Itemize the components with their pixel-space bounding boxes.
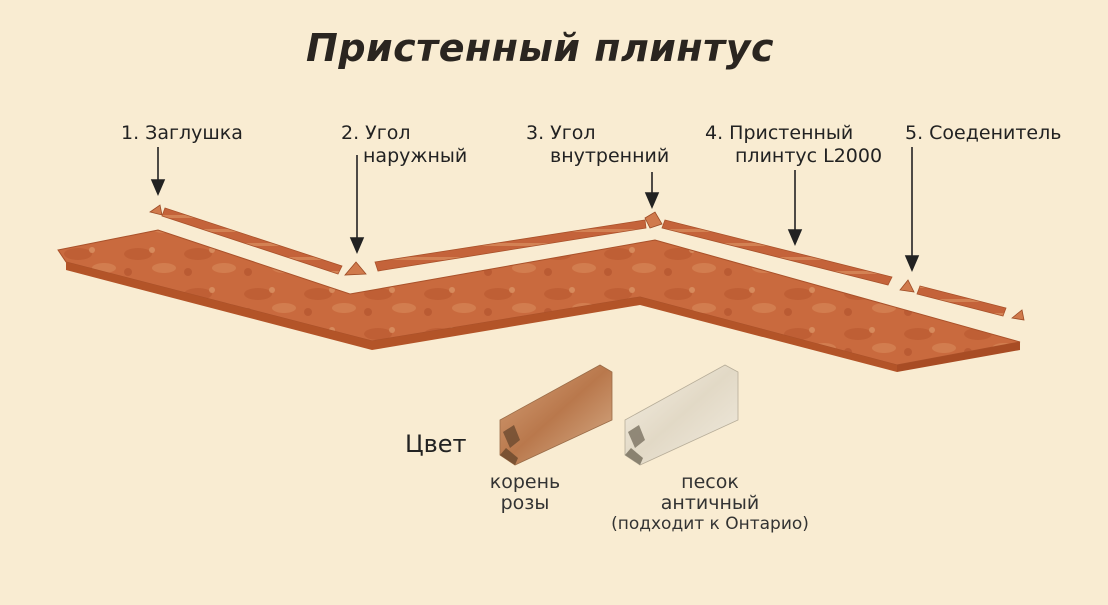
end-cap-right-part [1011, 309, 1025, 321]
plinth-left [161, 207, 343, 275]
end-cap-part [149, 204, 163, 216]
page-title: Пристенный плинтус [306, 26, 774, 70]
label-wall-plinth: 4. Пристенный плинтус L2000 [705, 122, 883, 167]
connector-part [899, 279, 915, 293]
inner-corner-part [644, 211, 663, 229]
label-outer-corner: 2. Угол наружный [341, 122, 468, 167]
arrow-outer-corner [349, 155, 365, 255]
countertop [57, 229, 1021, 372]
arrow-end-cap [150, 147, 166, 197]
label-end-cap: 1. Заглушка [121, 122, 243, 144]
color-heading: Цвет [405, 430, 467, 458]
swatch-rose-root [499, 364, 613, 466]
plinth-right [661, 219, 893, 286]
plinth-far-right [916, 285, 1007, 317]
label-connector: 5. Соеденитель [905, 122, 1062, 144]
plinth-middle [374, 219, 647, 272]
swatch-label-antique-sand: песок античный (подходит к Онтарио) [611, 471, 809, 535]
label-inner-corner: 3. Угол внутренний [526, 122, 670, 167]
swatch-antique-sand [624, 364, 739, 466]
arrow-inner-corner [644, 172, 660, 210]
arrow-connector [904, 147, 920, 273]
swatch-label-rose-root: корень розы [489, 471, 561, 514]
arrow-plinth [787, 170, 803, 247]
outer-corner-part [344, 261, 367, 276]
